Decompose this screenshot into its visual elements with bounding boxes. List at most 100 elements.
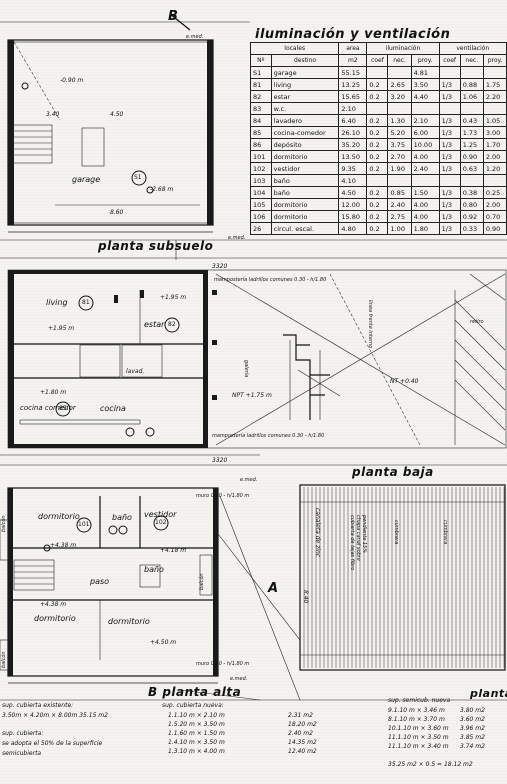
table-cell [459, 174, 484, 187]
garage-label: garage [72, 175, 101, 184]
mediana-label-baja: e.med. [240, 477, 258, 483]
level-alta-d: +4.50 m [150, 639, 177, 646]
table-cell: 4.40 [410, 90, 440, 103]
table-cell: 81 [250, 78, 272, 91]
table-cell: 0.63 [459, 162, 484, 175]
existente-line-2: 3.50m × 4.20m × 8.00m 35.15 m2 [2, 712, 108, 719]
table-cell: dormitorio [270, 150, 340, 163]
table-cell: 1/3 [438, 114, 461, 127]
area-row-cell: 3.96 m2 [460, 725, 485, 732]
table-cell: 6.40 [338, 114, 368, 127]
table-cell: 4.81 [410, 66, 440, 79]
cubierta-2-label: chapa canal sobre [355, 515, 361, 561]
mediana-label-alta: e.med. [230, 676, 248, 682]
table-cell: 1.80 [410, 222, 440, 235]
dim-subsuelo-3: 8.60 [110, 209, 124, 216]
table-cell: 2.65 [387, 78, 412, 91]
table-cell: 13.50 [338, 150, 368, 163]
table-cell [410, 174, 440, 187]
area-row-cell: 11.1.10 m × 3.40 m [388, 743, 449, 750]
lavadero-label: lavad. [126, 368, 145, 375]
table-cell: 0.2 [366, 90, 389, 103]
table-cell: 84 [250, 114, 272, 127]
garage-room-number: S1 [134, 174, 142, 181]
table-cell: 0.88 [459, 78, 484, 91]
table-cell: 0.2 [366, 210, 389, 223]
subheader-cell: coef [438, 54, 461, 67]
table-cell: 82 [250, 90, 272, 103]
table-cell: 35.20 [338, 138, 368, 151]
table-cell: dormitorio [270, 198, 340, 211]
muro-bot-label: muro 0.20 - h/1.80 m [196, 661, 250, 667]
table-cell: 15.80 [338, 210, 368, 223]
table-cell: 0.92 [459, 210, 484, 223]
table-cell: 0.2 [366, 114, 389, 127]
table-cell: 0.2 [366, 162, 389, 175]
table-cell [366, 174, 389, 187]
table-cell: cocina-comedor [270, 126, 340, 139]
subheader-cell: nec. [459, 54, 484, 67]
table-cell: 15.65 [338, 90, 368, 103]
bano-1-label: baño [112, 513, 132, 522]
existente-line-3: sup. cubierta: [2, 730, 44, 737]
table-cell: 9.35 [338, 162, 368, 175]
table-cell: 1/3 [438, 162, 461, 175]
table-cell: 1/3 [438, 150, 461, 163]
retiro-label: retiro [470, 319, 484, 325]
level-marker-subsuelo-2: -2.68 m [150, 186, 174, 193]
planta-subsuelo-title: planta subsuelo [98, 239, 214, 253]
balcon-3-label: balcón [199, 573, 205, 590]
table-cell: 0.38 [459, 186, 484, 199]
level-alta-a: +4.38 m [50, 542, 77, 549]
table-cell [366, 102, 389, 115]
table-cell: 0.2 [366, 78, 389, 91]
table-cell: dormitorio [270, 210, 340, 223]
table-cell: 2.75 [387, 210, 412, 223]
table-cell: 0.2 [366, 198, 389, 211]
roof-dim: 8.40 [302, 590, 309, 604]
bano-2-label: baño [144, 565, 164, 574]
table-cell: 0.2 [366, 126, 389, 139]
cocina-room-number: 85 [59, 405, 67, 412]
npt-1-label: NPT +1.75 m [232, 392, 272, 399]
galeria-label: galería [243, 360, 249, 378]
table-cell: 104 [250, 186, 272, 199]
table-cell: 4.10 [338, 174, 368, 187]
level-baja-b: +1.95 m [48, 325, 75, 332]
estar-room-number: 82 [168, 321, 176, 328]
cubierta-1-label: cubierta de tejas fibro [349, 515, 355, 571]
subheader-cell: destino [270, 54, 340, 67]
table-cell: 0.43 [459, 114, 484, 127]
table-cell: 55.15 [338, 66, 368, 79]
canaleta-label: canaleta de zinc [314, 508, 321, 558]
table-cell: 1.30 [387, 114, 412, 127]
table-cell [482, 174, 507, 187]
balcon-2-label: balcón [1, 651, 7, 668]
area-row-cell: 9.1.10 m × 3.46 m [388, 707, 445, 714]
table-cell: 4.00 [410, 210, 440, 223]
subheader-cell: coef [366, 54, 389, 67]
table-cell: w.c. [270, 102, 340, 115]
semicub-total: 35.25 m2 × 0.5 = 18.12 m2 [388, 761, 473, 768]
level-marker-subsuelo-1: -0.90 m [60, 77, 84, 84]
table-cell: vestidor [270, 162, 340, 175]
mediana-label-top: e.med. [186, 34, 204, 40]
table-cell: 5.20 [387, 126, 412, 139]
table-cell [438, 102, 461, 115]
area-row-cell: 8.1.10 m × 3.70 m [388, 716, 445, 723]
area-row-cell: 18.20 m2 [288, 721, 317, 728]
table-cell: 1.20 [482, 162, 507, 175]
table-cell: 2.40 [410, 162, 440, 175]
table-cell: estar [270, 90, 340, 103]
table-cell: 2.10 [410, 114, 440, 127]
table-cell: 4.50 [338, 186, 368, 199]
planta-alta-title: B planta alta [148, 685, 242, 699]
table-cell: 86 [250, 138, 272, 151]
subheader-cell: m2 [338, 54, 368, 67]
